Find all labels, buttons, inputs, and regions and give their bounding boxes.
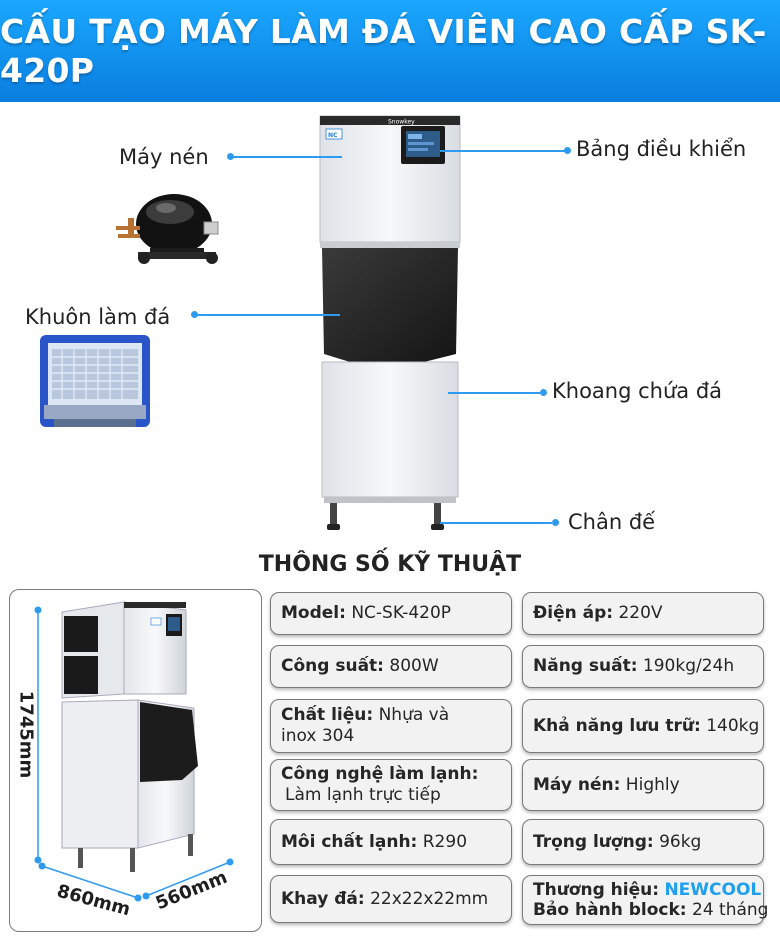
spec-brand-warranty: Thương hiệu: NEWCOOL Bảo hành block: 24 … xyxy=(522,875,768,925)
callout-ice-bin: Khoang chứa đá xyxy=(552,379,723,403)
callout-ice-bin-dot xyxy=(540,389,547,396)
brand-name: NEWCOOL xyxy=(664,880,762,900)
spec-voltage: Điện áp: 220V xyxy=(522,592,764,635)
spec-storage: Khả năng lưu trữ: 140kg xyxy=(522,699,764,753)
leg-right xyxy=(434,503,441,525)
compressor-image xyxy=(116,194,219,264)
spec-cooling-tech: Công nghệ làm lạnh: Làm lạnh trực tiếp xyxy=(270,759,512,811)
ice-bin-door xyxy=(322,248,458,362)
callout-control-panel: Bảng điều khiển xyxy=(576,137,747,161)
dimension-height: 1745mm xyxy=(15,690,37,779)
spec-capacity: Năng suất: 190kg/24h xyxy=(522,645,764,688)
svg-text:NC: NC xyxy=(328,132,338,139)
title-banner: CẤU TẠO MÁY LÀM ĐÁ VIÊN CAO CẤP SK-420P xyxy=(0,0,780,102)
spec-refrigerant: Môi chất lạnh: R290 xyxy=(270,819,512,865)
spec-compressor: Máy nén: Highly xyxy=(522,759,764,811)
side-machine-illustration xyxy=(34,601,234,902)
leg-left xyxy=(330,503,337,525)
callout-ice-bin-line xyxy=(448,392,540,394)
callout-ice-mold: Khuôn làm đá xyxy=(25,305,171,329)
specs-heading: THÔNG SỐ KỸ THUẬT xyxy=(258,552,522,577)
callout-control-panel-line xyxy=(440,150,566,152)
callout-compressor: Máy nén xyxy=(119,145,209,169)
brand-plate: Snowkey xyxy=(388,119,415,126)
callout-compressor-line xyxy=(230,156,342,158)
ice-mold-image xyxy=(40,335,150,427)
callout-ice-mold-line xyxy=(194,314,340,316)
spec-weight: Trọng lượng: 96kg xyxy=(522,819,764,865)
ice-machine-illustration: Snowkey NC xyxy=(319,115,461,530)
callout-legs: Chân đế xyxy=(568,510,656,534)
page-title: CẤU TẠO MÁY LÀM ĐÁ VIÊN CAO CẤP SK-420P xyxy=(0,12,767,90)
callout-legs-line xyxy=(440,522,552,524)
callout-control-panel-dot xyxy=(564,147,571,154)
callout-legs-dot xyxy=(552,519,559,526)
dimension-panel: 1745mm 860mm 560mm xyxy=(9,589,262,932)
spec-ice-tray: Khay đá: 22x22x22mm xyxy=(270,875,512,923)
spec-power: Công suất: 800W xyxy=(270,645,512,688)
spec-material: Chất liệu: Nhựa và inox 304 xyxy=(270,699,512,753)
logo-badge xyxy=(325,128,343,140)
spec-model: Model: NC-SK-420P xyxy=(270,592,512,635)
